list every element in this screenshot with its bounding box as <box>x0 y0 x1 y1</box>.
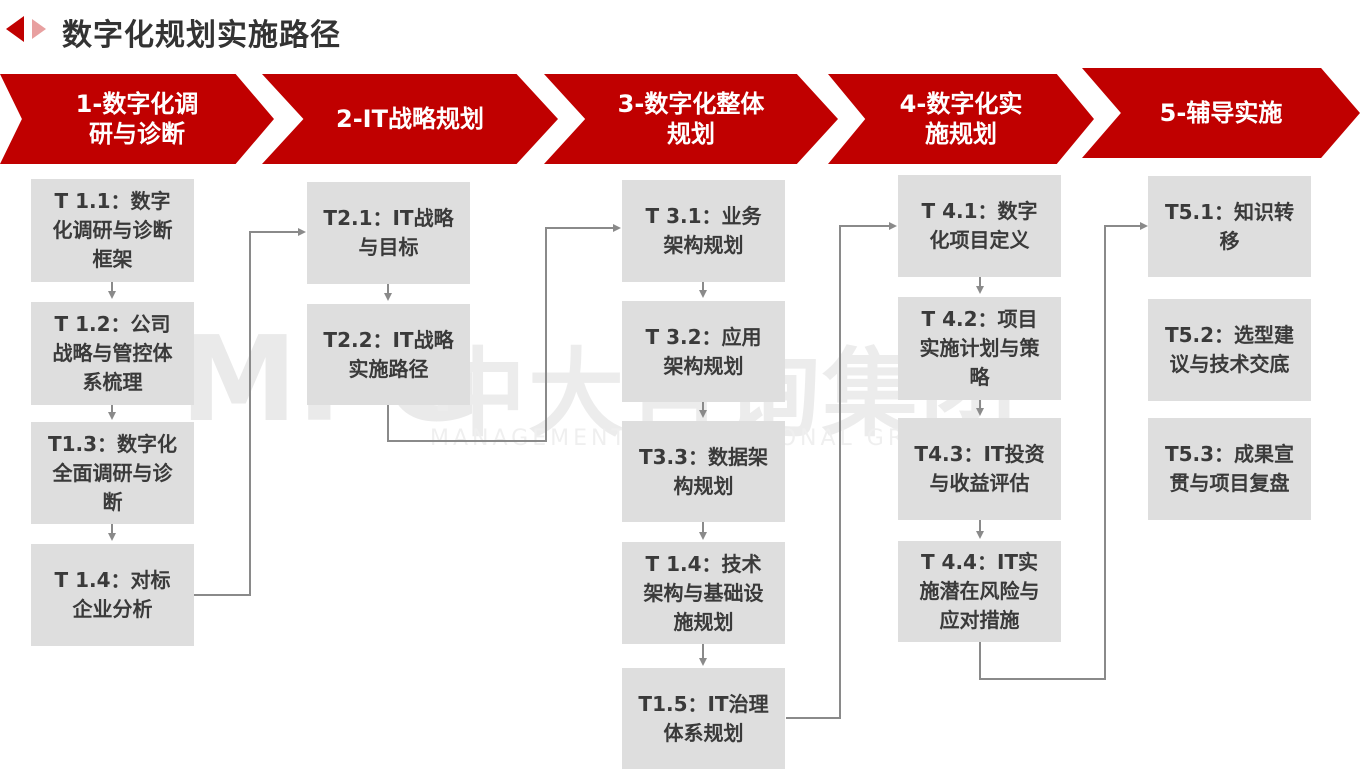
connector-phase4-to-phase5 <box>979 222 1148 680</box>
phase-1-chevron: 1-数字化调研与诊断 <box>0 74 274 164</box>
connector-phase2-to-phase3 <box>387 224 621 442</box>
phase-4-label-line1: 4-数字化实 <box>899 90 1023 118</box>
task-t1-4: T 1.4：对标企业分析 <box>31 544 194 646</box>
phase-1-label-line1: 1-数字化调 <box>75 90 199 118</box>
task-t5-2: T5.2：选型建议与技术交底 <box>1148 299 1311 401</box>
task-t4-4: T 4.4：IT实施潜在风险与应对措施 <box>898 541 1061 642</box>
task-t1-2: T 1.2：公司战略与管控体系梳理 <box>31 302 194 405</box>
phase-3-label-line1: 3-数字化整体 <box>617 90 765 118</box>
task-t3-1: T 3.1：业务架构规划 <box>622 180 785 282</box>
task-t4-1: T 4.1：数字化项目定义 <box>898 175 1061 277</box>
task-t3-5: T1.5：IT治理体系规划 <box>622 668 785 769</box>
title-arrow-icon <box>6 16 46 42</box>
phase-5-label-line1: 5-辅导实施 <box>1159 99 1283 127</box>
connector-phase1-to-phase2 <box>194 228 306 596</box>
task-t2-2: T2.2：IT战略实施路径 <box>307 304 470 405</box>
phase-4-label-line2: 施规划 <box>924 120 997 148</box>
task-t2-1: T2.1：IT战略与目标 <box>307 182 470 284</box>
task-t1-3: T1.3：数字化全面调研与诊断 <box>31 422 194 524</box>
phase-4-chevron: 4-数字化实施规划 <box>828 74 1094 164</box>
phase-1-label-line2: 研与诊断 <box>88 120 185 148</box>
task-t3-4: T 1.4：技术架构与基础设施规划 <box>622 542 785 644</box>
connector-phase3-to-phase4 <box>786 222 897 719</box>
task-t4-3: T4.3：IT投资与收益评估 <box>898 418 1061 520</box>
phase-3-label-line2: 规划 <box>666 120 715 148</box>
task-t4-2: T 4.2：项目实施计划与策略 <box>898 297 1061 400</box>
phase-3-chevron: 3-数字化整体规划 <box>544 74 838 164</box>
phase-2-chevron: 2-IT战略规划 <box>262 74 558 164</box>
task-t1-1: T 1.1：数字化调研与诊断框架 <box>31 179 194 282</box>
phase-2-label-line1: 2-IT战略规划 <box>336 105 484 133</box>
page-title: 数字化规划实施路径 <box>62 18 341 53</box>
task-t3-2: T 3.2：应用架构规划 <box>622 301 785 402</box>
task-t5-1: T5.1：知识转移 <box>1148 176 1311 277</box>
task-t3-3: T3.3：数据架构规划 <box>622 421 785 522</box>
task-t5-3: T5.3：成果宣贯与项目复盘 <box>1148 418 1311 520</box>
phase-5-chevron: 5-辅导实施 <box>1082 68 1360 158</box>
